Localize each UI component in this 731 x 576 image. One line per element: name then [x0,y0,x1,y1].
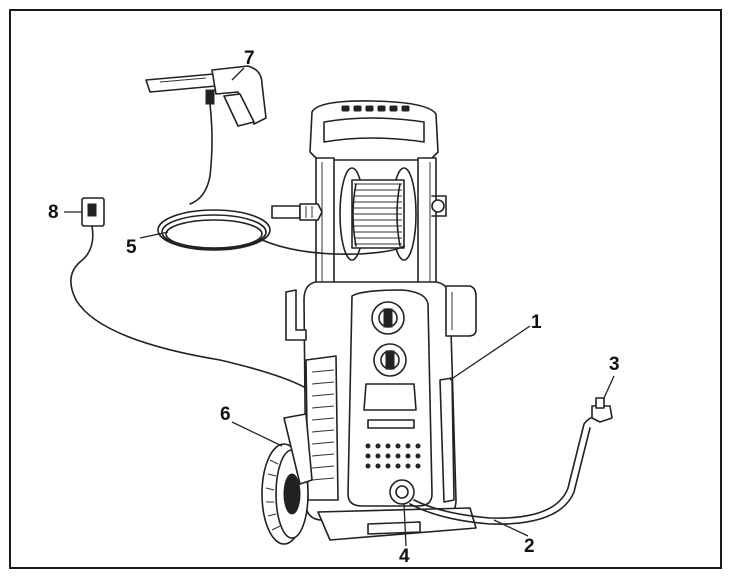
callout-7: 7 [244,48,255,69]
callout-8: 8 [48,202,59,223]
callout-2: 2 [524,536,535,557]
machine-body [303,281,477,541]
callout-4: 4 [399,546,410,567]
cable-hook [285,289,307,341]
callout-3: 3 [609,354,620,375]
machine-handle [309,100,439,161]
accessory-holder [445,285,477,337]
hose-reel [339,167,447,261]
lance-holder [271,203,323,221]
wheel [261,413,313,545]
callout-1: 1 [531,312,542,333]
leader-lines [64,67,615,547]
high-pressure-hose [157,103,405,256]
vent-dots [365,443,421,469]
power-plug [70,197,307,389]
spray-gun [145,65,267,127]
machine-frame [315,157,437,293]
callout-6: 6 [220,404,231,425]
callout-5: 5 [126,237,137,258]
garden-hose [409,397,613,525]
